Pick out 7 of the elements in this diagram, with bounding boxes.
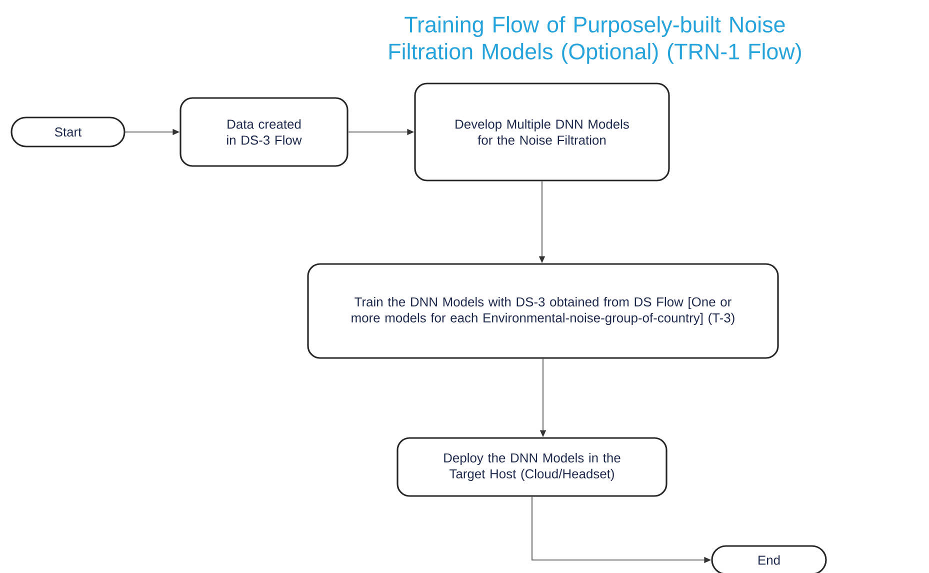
process-box: Data created in DS-3 Flow	[180, 97, 348, 167]
process-box: Develop Multiple DNN Models for the Noise Filtration	[414, 82, 670, 182]
title: Training Flow of Purposely-built Noise Filtration Models (Optional) (TRN-1 Flow)	[389, 16, 801, 64]
process-box: Deploy the DNN Models in the Target Host (Cloud/Headset)	[396, 437, 668, 497]
terminal-stadium: Start	[10, 116, 126, 148]
terminal-stadium: End	[711, 545, 827, 573]
process-box: Train the DNN Models with DS-3 obtained from DS Flow [One or more models for each Environmental-noise-group-of-country] (T-3)	[307, 263, 779, 359]
